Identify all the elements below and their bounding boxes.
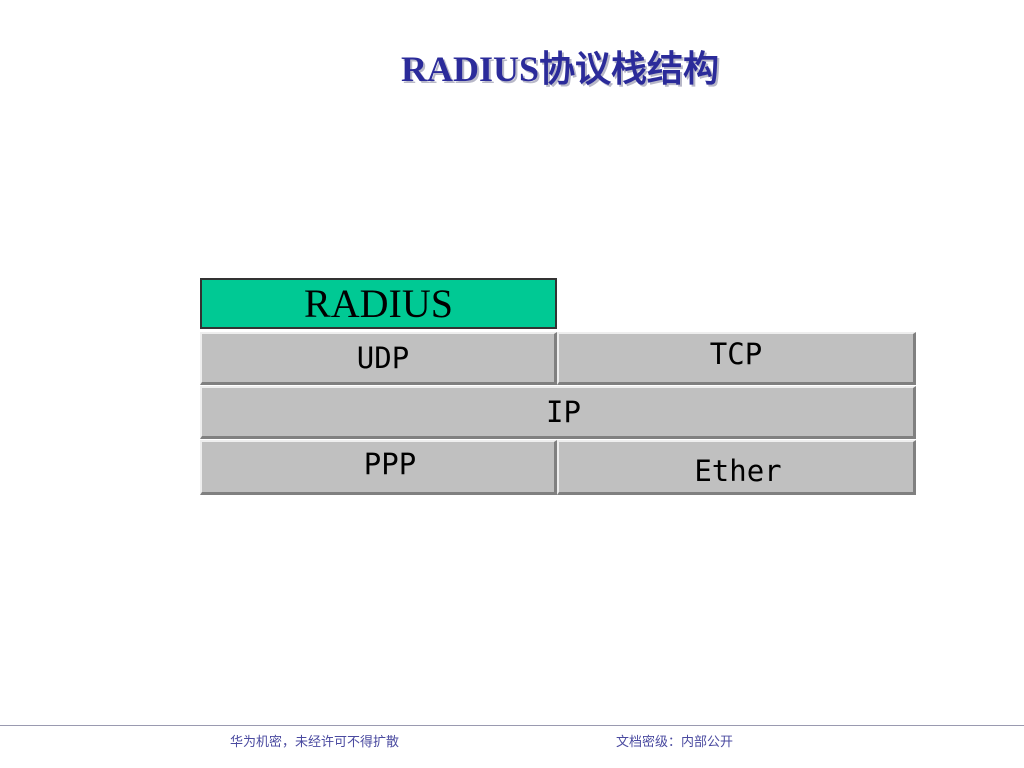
- page-title: RADIUS协议栈结构: [400, 49, 720, 89]
- footer-divider: [0, 725, 1024, 726]
- ip-layer: IP: [200, 386, 916, 439]
- udp-layer: UDP: [200, 332, 557, 385]
- tcp-layer: TCP: [557, 332, 916, 385]
- footer-classification: 文档密级：内部公开: [616, 735, 734, 750]
- ppp-layer: PPP: [200, 440, 557, 495]
- ether-layer: Ether: [557, 440, 916, 495]
- footer-confidential: 华为机密，未经许可不得扩散: [230, 735, 400, 750]
- radius-layer: RADIUS: [200, 278, 557, 329]
